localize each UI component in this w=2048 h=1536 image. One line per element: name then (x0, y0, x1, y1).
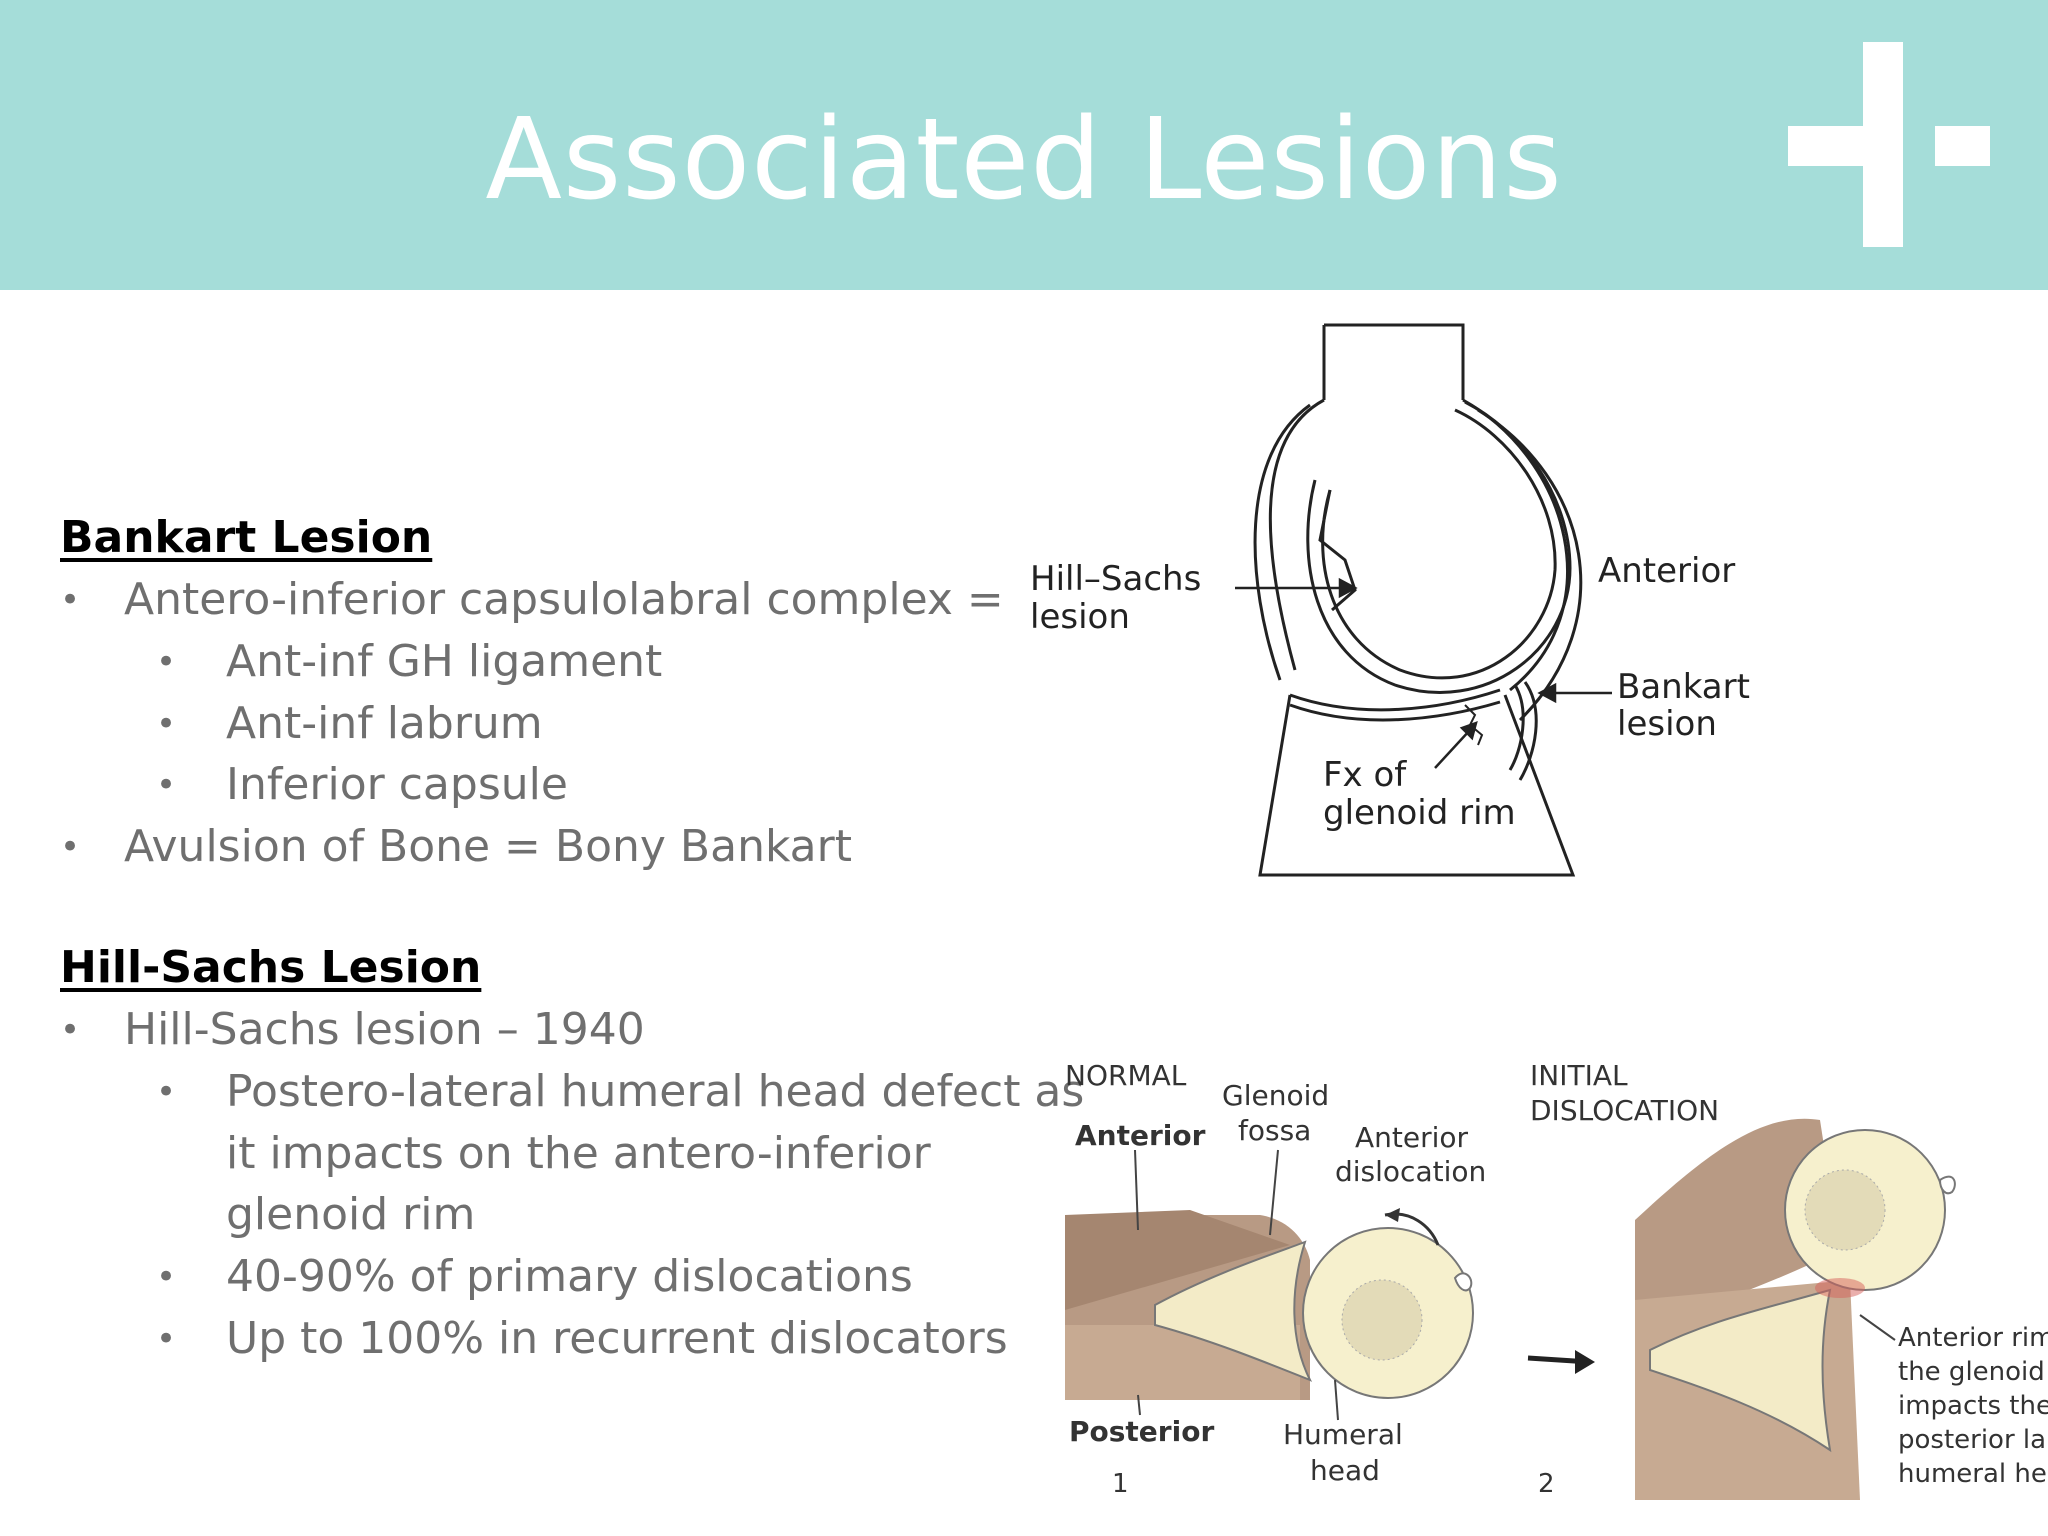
label-glenoid: Glenoid (1222, 1079, 1329, 1112)
bullet-dot-icon: • (156, 1072, 177, 1112)
label-initial-2: DISLOCATION (1530, 1094, 1719, 1127)
label-bankart: Bankart (1617, 667, 1750, 707)
label-num-2: 2 (1538, 1469, 1555, 1499)
label-antdis-2: dislocation (1335, 1155, 1486, 1188)
bankart-subitem-1: • Ant-inf GH ligament (156, 631, 662, 693)
dislocation-illustration: NORMAL Anterior Glenoid fossa Anterior d… (1065, 1059, 2048, 1500)
label-num-1: 1 (1112, 1469, 1129, 1499)
slide-title: Associated Lesions (485, 95, 1563, 225)
bullet-dot-icon: • (156, 765, 177, 805)
label-normal: NORMAL (1065, 1059, 1187, 1092)
label-rim-1: Anterior rim (1898, 1323, 2048, 1353)
bankart-subitem-3: • Inferior capsule (156, 754, 568, 816)
label-fx: Fx of (1323, 755, 1407, 795)
bullet-dot-icon: • (60, 580, 81, 620)
hillsachs-subitem-1: • Postero-lateral humeral head defect as (156, 1061, 1084, 1123)
label-anterior: Anterior (1598, 551, 1735, 591)
bankart-heading: Bankart Lesion (60, 512, 433, 563)
label-antdis: Anterior (1355, 1121, 1469, 1154)
shoulder-joint-diagram: Hill–Sachs lesion Anterior Bankart lesio… (1030, 323, 1750, 877)
label-posterior: Posterior (1069, 1415, 1214, 1448)
hillsachs-subitem-1-cont2: glenoid rim (226, 1189, 476, 1240)
bullet-dot-icon: • (156, 1257, 177, 1297)
hillsachs-heading: Hill-Sachs Lesion (60, 942, 482, 993)
bankart-item-2: • Avulsion of Bone = Bony Bankart (60, 816, 852, 878)
bullet-dot-icon: • (60, 1010, 81, 1050)
plus-logo-icon (1788, 42, 1990, 247)
label-rim-5: humeral he (1898, 1459, 2047, 1489)
label-humeral-2: head (1310, 1454, 1380, 1487)
label-rim-3: impacts the (1898, 1391, 2048, 1421)
bullet-dot-icon: • (60, 827, 81, 867)
bullet-dot-icon: • (156, 642, 177, 682)
initial-dislocation-panel (1635, 1118, 1956, 1500)
label-bankart-2: lesion (1617, 704, 1717, 744)
progression-arrow-icon (1527, 1350, 1595, 1374)
label-humeral: Humeral (1283, 1418, 1403, 1451)
bankart-subitem-2: • Ant-inf labrum (156, 693, 543, 755)
bankart-item-1: • Antero-inferior capsulolabral complex … (60, 569, 1004, 631)
label-initial: INITIAL (1530, 1059, 1628, 1092)
hillsachs-subitem-1-cont: it impacts on the antero-inferior (226, 1128, 931, 1179)
hillsachs-item-1: • Hill-Sachs lesion – 1940 (60, 999, 645, 1061)
normal-shoulder-panel (1065, 1149, 1474, 1421)
label-hillsachs-2: lesion (1030, 597, 1130, 637)
header-banner: Associated Lesions (0, 0, 2048, 290)
bullet-dot-icon: • (156, 1319, 177, 1359)
hillsachs-subitem-2: • 40-90% of primary dislocations (156, 1246, 913, 1308)
hillsachs-subitem-3: • Up to 100% in recurrent dislocators (156, 1308, 1008, 1370)
label-rim-4: posterior la (1898, 1425, 2046, 1455)
label-glenoid-2: fossa (1238, 1114, 1311, 1147)
label-fx-2: glenoid rim (1323, 793, 1516, 833)
label-anterior-2: Anterior (1075, 1119, 1206, 1152)
label-rim-2: the glenoid (1898, 1357, 2045, 1387)
label-hillsachs: Hill–Sachs (1030, 559, 1201, 599)
bullet-dot-icon: • (156, 704, 177, 744)
